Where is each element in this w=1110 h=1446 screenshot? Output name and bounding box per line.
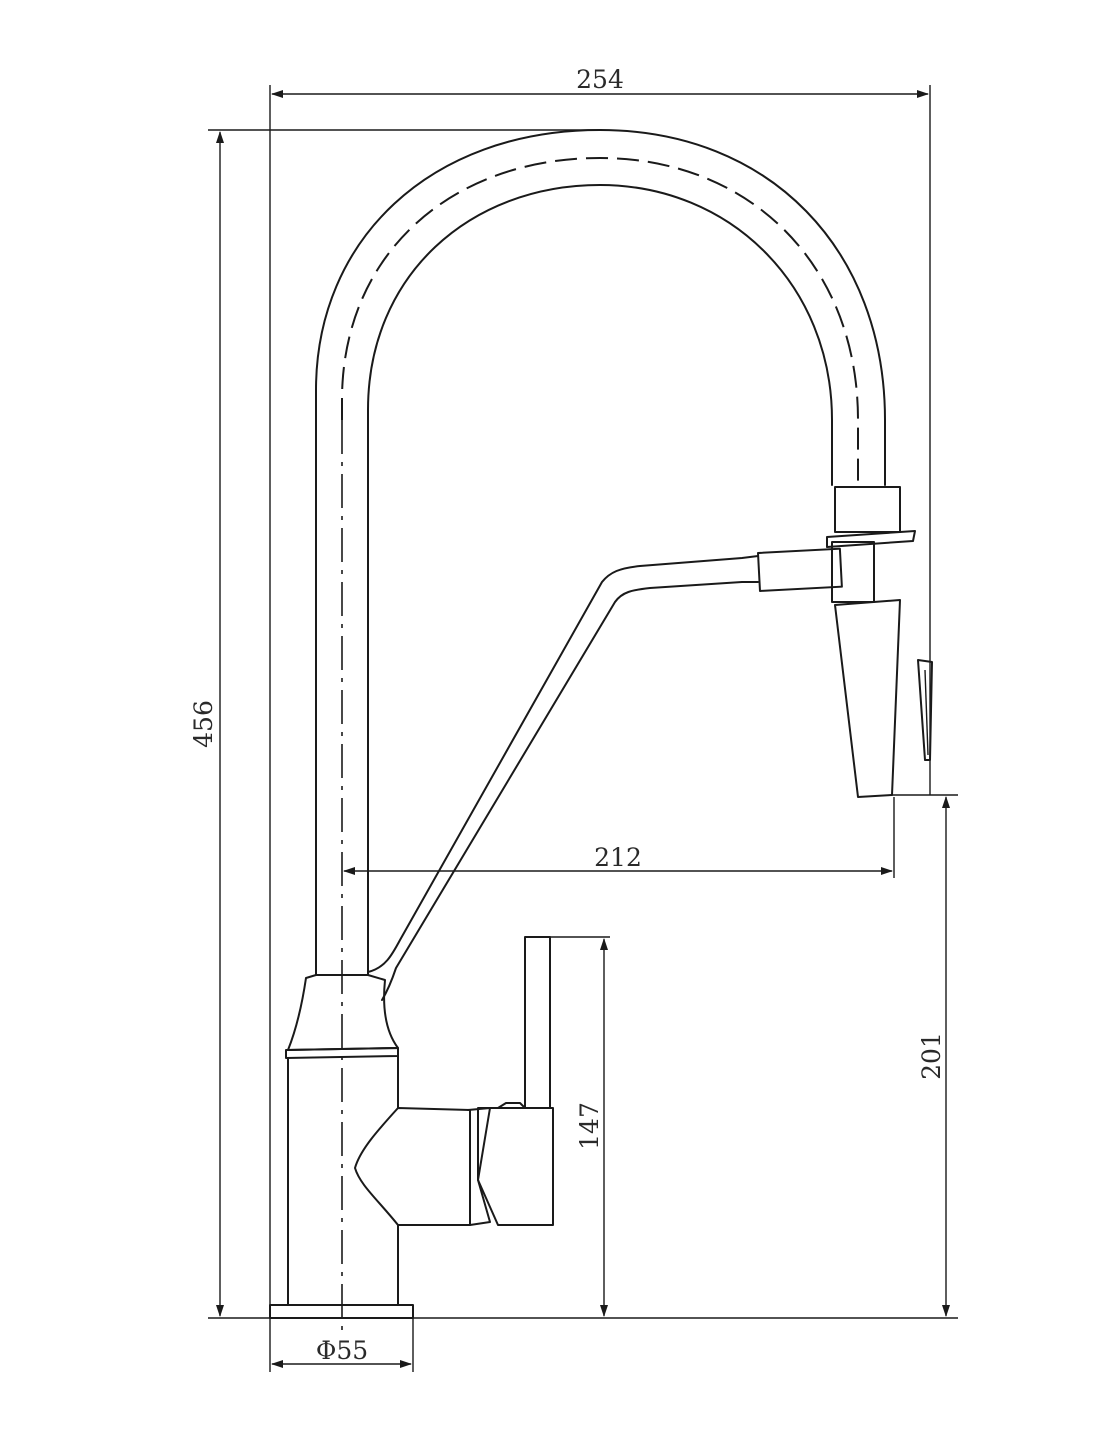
dim-outlet-height-label: 201: [917, 1032, 946, 1080]
dim-total-width: 254: [269, 65, 931, 1318]
dim-handle-height: 147: [550, 936, 610, 1317]
spout-center-curve: [341, 156, 859, 485]
sprayer-head: [826, 486, 933, 798]
dim-handle-height-label: 147: [575, 1102, 604, 1150]
spout-inner-curve: [367, 184, 833, 486]
dim-total-width-label: 254: [576, 65, 624, 94]
side-spray-arm: [367, 547, 843, 1001]
faucet-outline: [269, 129, 933, 1330]
dimension-lines: 254 456 212 201 147: [189, 65, 958, 1372]
spout-outer-curve: [315, 129, 886, 486]
dim-spout-reach: 212: [343, 797, 895, 878]
faucet-body: [285, 974, 399, 1306]
dim-base-diameter: Φ55: [269, 1318, 414, 1372]
dim-base-diameter-label: Φ55: [316, 1336, 368, 1365]
dim-spout-reach-label: 212: [594, 843, 642, 872]
dim-outlet-height: 201: [890, 794, 958, 1317]
lever-handle: [354, 936, 554, 1226]
dim-total-height: 456: [189, 129, 958, 1319]
dim-total-height-label: 456: [189, 700, 218, 748]
